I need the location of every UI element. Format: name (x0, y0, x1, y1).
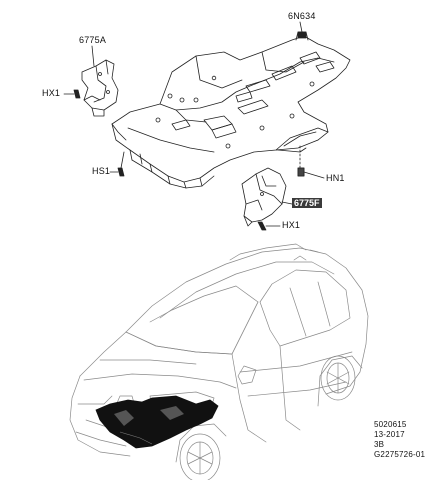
label-6775A: 6775A (79, 35, 107, 45)
label-hx1-bottom: HX1 (282, 220, 301, 230)
highlighted-shield-on-vehicle (95, 395, 219, 449)
right-bracket (241, 167, 287, 227)
leader-lines (91, 21, 303, 205)
reference-line-2: 13-2017 (374, 430, 405, 439)
label-6775F: 6775F (292, 198, 322, 208)
label-hs1: HS1 (92, 166, 111, 176)
reference-line-3: 3B (374, 440, 385, 449)
label-hx1-top: HX1 (42, 88, 61, 98)
fastener-hs1 (109, 151, 125, 177)
fastener-hx1-top (63, 89, 81, 99)
label-6N634: 6N634 (288, 11, 316, 21)
fastener-hn1 (297, 145, 325, 179)
fastener-hx1-bottom (257, 221, 281, 231)
label-hn1: HN1 (326, 173, 345, 183)
reference-line-4: G2275726-01 (374, 450, 426, 458)
main-underbody-shield (111, 31, 351, 189)
left-bracket (81, 59, 119, 117)
reference-block: 5020615 13-2017 3B G2275726-01 (374, 420, 428, 458)
vehicle-outline (69, 243, 369, 480)
reference-line-1: 5020615 (374, 420, 407, 429)
